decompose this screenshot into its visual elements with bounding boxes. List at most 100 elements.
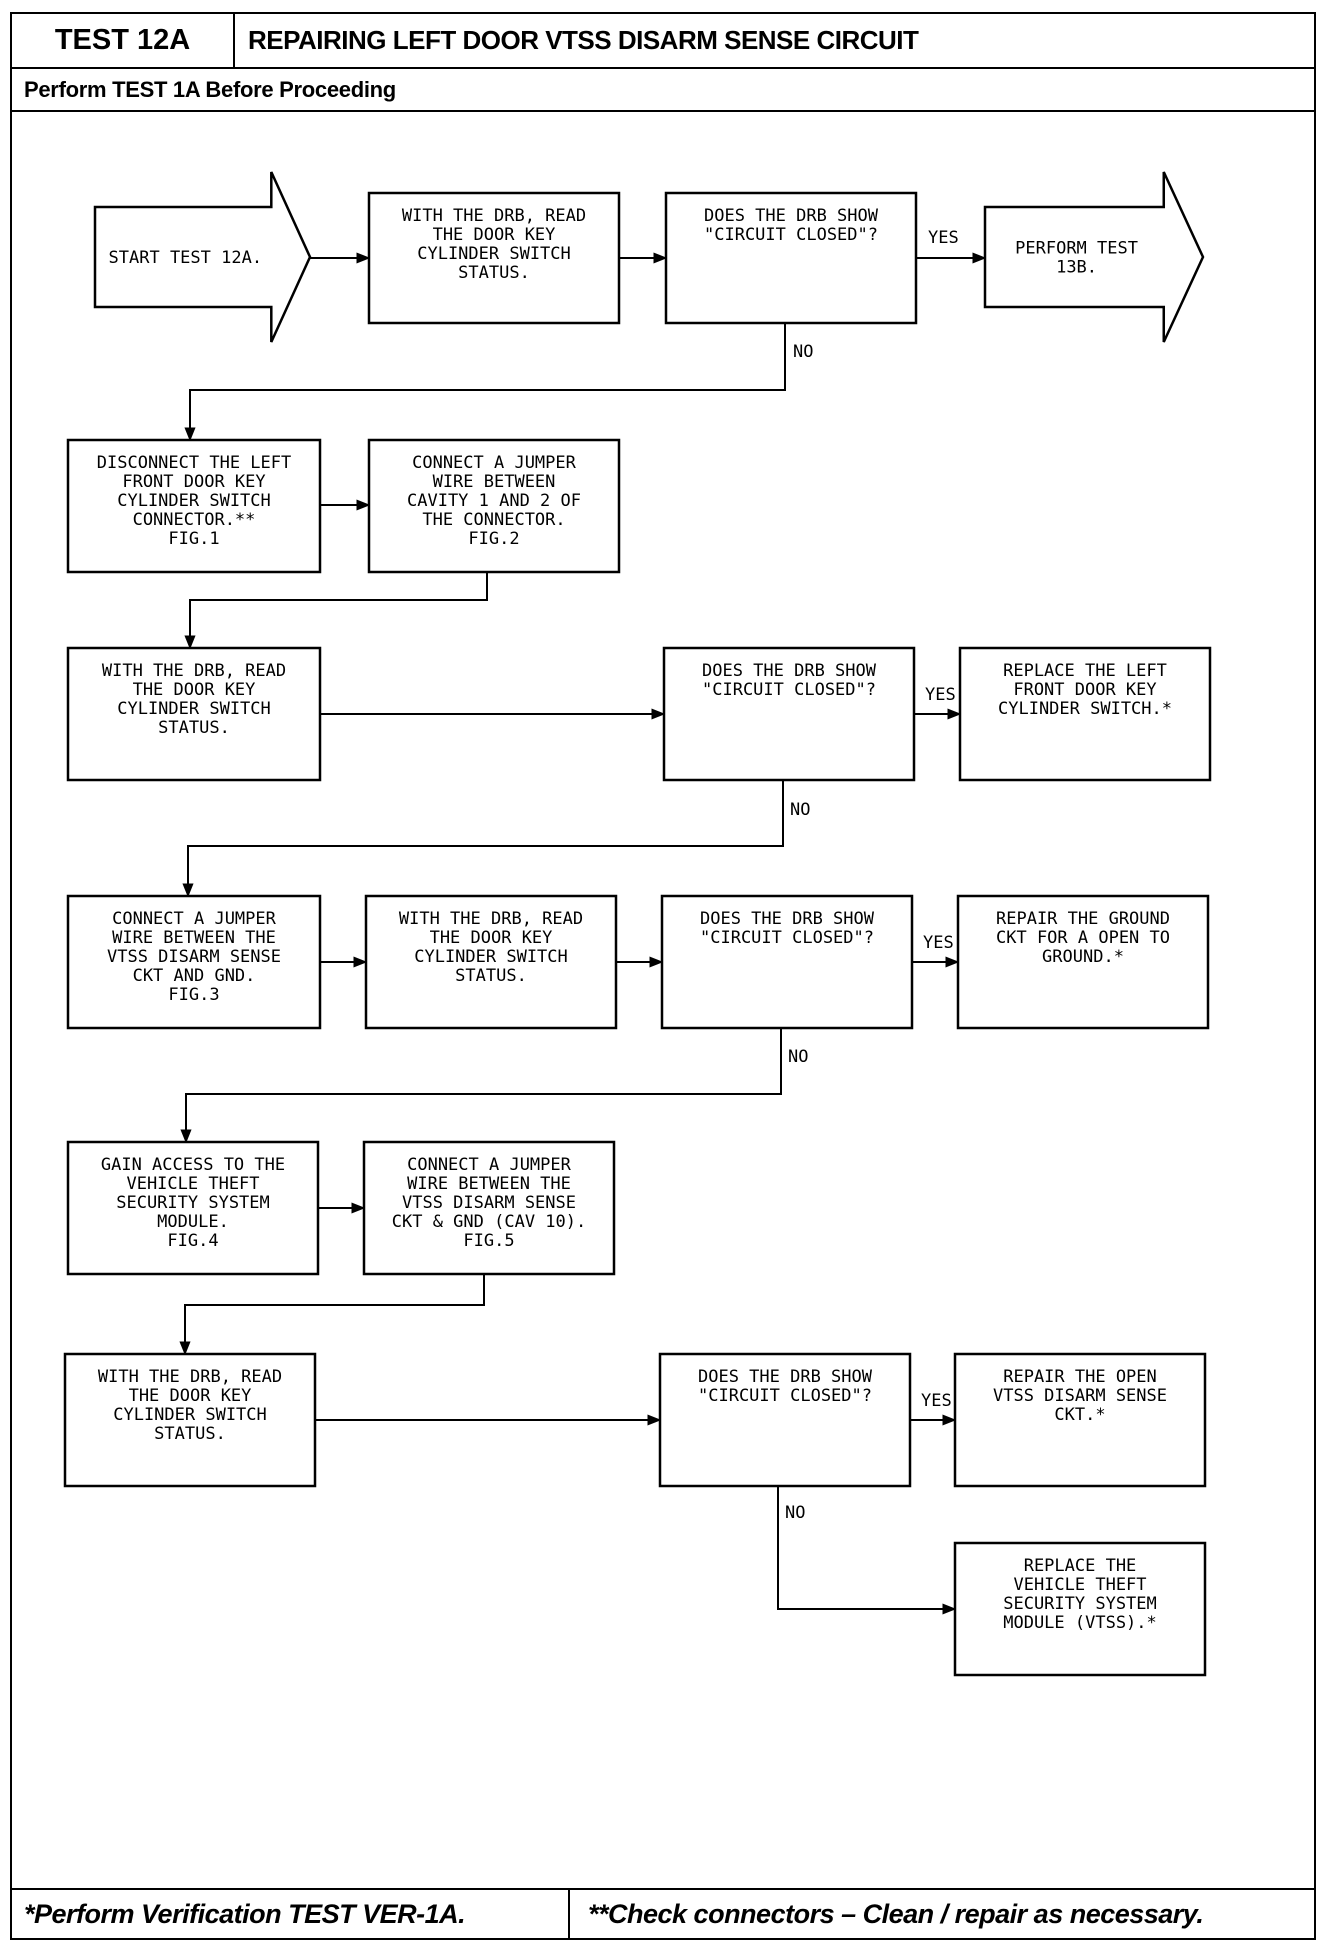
- test-id: TEST 12A: [12, 14, 235, 67]
- node-text-line: FRONT DOOR KEY: [1013, 680, 1156, 700]
- node-text-line: REPLACE THE: [1024, 1556, 1137, 1576]
- node-text-line: WIRE BETWEEN THE: [112, 928, 276, 948]
- footer-divider: [568, 1890, 570, 1938]
- node-text-line: GROUND.*: [1042, 947, 1124, 967]
- connectors: [179, 252, 987, 1615]
- node-text-line: "CIRCUIT CLOSED"?: [698, 1386, 872, 1406]
- box-shape: [66, 438, 322, 574]
- node-text-line: THE DOOR KEY: [430, 928, 553, 948]
- connector-line: [777, 1486, 957, 1615]
- connector-line: [184, 572, 488, 650]
- node-text-line: CYLINDER SWITCH.*: [998, 699, 1172, 719]
- node-text-line: MODULE (VTSS).*: [1003, 1613, 1157, 1633]
- node-text-line: CONNECT A JUMPER: [412, 453, 577, 473]
- box-shape: [362, 1140, 616, 1276]
- connector-line: [179, 1274, 485, 1356]
- node-q3: DOES THE DRB SHOW"CIRCUIT CLOSED"?: [660, 894, 914, 1030]
- node-text-line: DOES THE DRB SHOW: [700, 909, 875, 929]
- box-shape: [953, 1541, 1207, 1677]
- node-text-line: FIG.2: [468, 529, 519, 549]
- box-shape: [958, 646, 1212, 782]
- node-text-line: WIRE BETWEEN THE: [407, 1174, 571, 1194]
- box-shape: [953, 1352, 1207, 1488]
- node-text-line: WITH THE DRB, READ: [102, 661, 286, 681]
- node-start: START TEST 12A.: [93, 171, 312, 343]
- node-text-line: FRONT DOOR KEY: [122, 472, 265, 492]
- node-text-line: VTSS DISARM SENSE: [993, 1386, 1167, 1406]
- diagram-frame: TEST 12A REPAIRING LEFT DOOR VTSS DISARM…: [10, 12, 1316, 1940]
- branch-label-yes: YES: [928, 228, 959, 248]
- box-shape: [367, 438, 621, 574]
- node-text-line: DISCONNECT THE LEFT: [97, 453, 291, 473]
- connector-line: [180, 1028, 782, 1144]
- arrow-shape: [983, 171, 1205, 343]
- node-text-line: CAVITY 1 AND 2 OF: [407, 491, 581, 511]
- node-text-line: STATUS.: [158, 718, 230, 738]
- node-text-line: REPLACE THE LEFT: [1003, 661, 1167, 681]
- box-shape: [658, 1352, 912, 1488]
- branch-label-no: NO: [790, 800, 810, 820]
- footer-bar: *Perform Verification TEST VER-1A. **Che…: [12, 1888, 1314, 1938]
- box-shape: [662, 646, 916, 782]
- node-text-line: CKT & GND (CAV 10).: [392, 1212, 586, 1232]
- box-shape: [66, 894, 322, 1030]
- node-text-line: CYLINDER SWITCH: [113, 1405, 267, 1425]
- node-text-line: VTSS DISARM SENSE: [107, 947, 281, 967]
- box-shape: [664, 191, 918, 325]
- node-text-line: CYLINDER SWITCH: [117, 699, 271, 719]
- node-text-line: DOES THE DRB SHOW: [704, 206, 879, 226]
- node-text-line: "CIRCUIT CLOSED"?: [704, 225, 878, 245]
- branch-label-yes: YES: [925, 685, 956, 705]
- box-shape: [63, 1352, 317, 1488]
- node-q4: DOES THE DRB SHOW"CIRCUIT CLOSED"?: [658, 1352, 912, 1488]
- node-text-line: CKT FOR A OPEN TO: [996, 928, 1170, 948]
- node-text-line: FIG.5: [463, 1231, 514, 1251]
- node-text-line: SECURITY SYSTEM: [1003, 1594, 1157, 1614]
- node-text-line: THE DOOR KEY: [433, 225, 556, 245]
- node-text-line: "CIRCUIT CLOSED"?: [700, 928, 874, 948]
- node-text-line: GAIN ACCESS TO THE: [101, 1155, 285, 1175]
- node-q2: DOES THE DRB SHOW"CIRCUIT CLOSED"?: [662, 646, 916, 782]
- node-text-line: VEHICLE THEFT: [126, 1174, 259, 1194]
- arrow-shape: [93, 171, 312, 343]
- node-text-line: VEHICLE THEFT: [1013, 1575, 1146, 1595]
- box-shape: [364, 894, 618, 1030]
- node-q1: DOES THE DRB SHOW"CIRCUIT CLOSED"?: [664, 191, 918, 325]
- branch-label-no: NO: [788, 1047, 808, 1067]
- box-shape: [66, 1140, 320, 1276]
- node-text-line: CKT AND GND.: [133, 966, 256, 986]
- node-text-line: SECURITY SYSTEM: [116, 1193, 270, 1213]
- node-text-line: CKT.*: [1054, 1405, 1105, 1425]
- connector-line: [184, 323, 786, 442]
- node-text-line: FIG.1: [168, 529, 219, 549]
- node-text-line: STATUS.: [455, 966, 527, 986]
- node-text-line: CYLINDER SWITCH: [414, 947, 568, 967]
- node-text-line: REPAIR THE GROUND: [996, 909, 1170, 929]
- node-text-line: CONNECTOR.**: [133, 510, 256, 530]
- node-text-line: STATUS.: [458, 263, 530, 283]
- node-text-line: "CIRCUIT CLOSED"?: [702, 680, 876, 700]
- box-shape: [956, 894, 1210, 1030]
- node-text-line: STATUS.: [154, 1424, 226, 1444]
- node-text-line: THE DOOR KEY: [133, 680, 256, 700]
- node-text-line: CONNECT A JUMPER: [407, 1155, 572, 1175]
- node-text-line: START TEST 12A.: [109, 248, 263, 268]
- node-text-line: WITH THE DRB, READ: [402, 206, 586, 226]
- node-text-line: MODULE.: [157, 1212, 229, 1232]
- node-text-line: WIRE BETWEEN: [433, 472, 556, 492]
- node-text-line: WITH THE DRB, READ: [399, 909, 583, 929]
- node-text-line: THE DOOR KEY: [129, 1386, 252, 1406]
- branch-label-no: NO: [785, 1503, 805, 1523]
